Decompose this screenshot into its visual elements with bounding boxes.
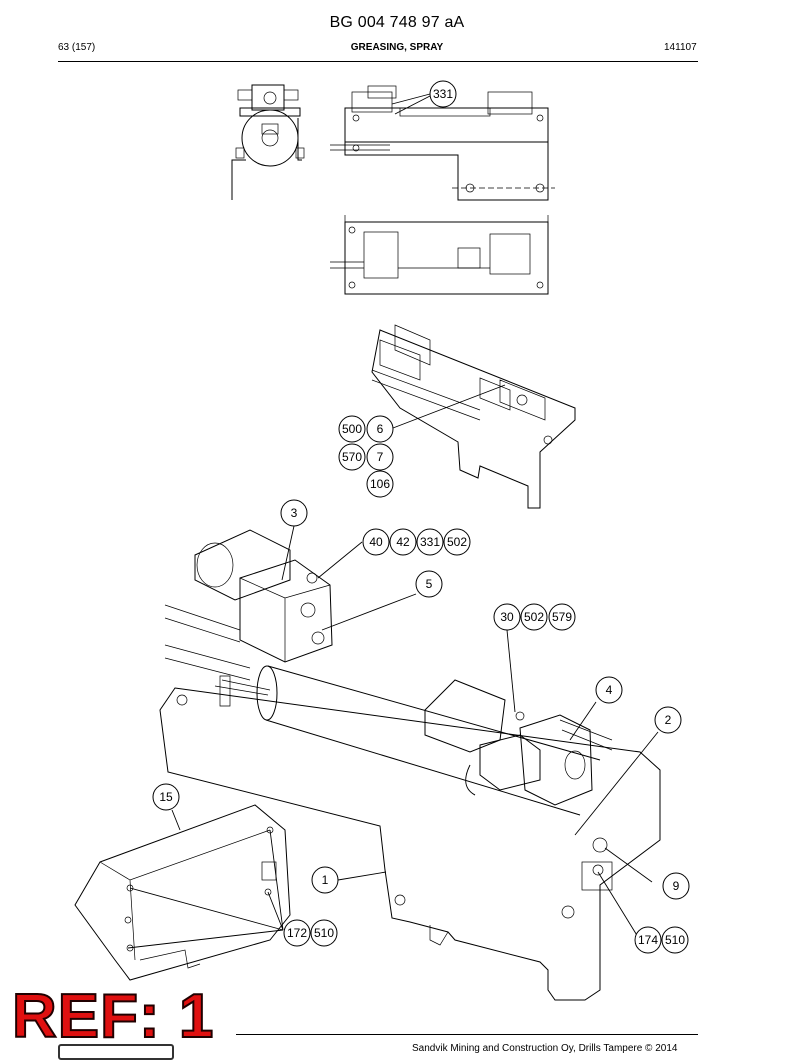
header-divider: [58, 61, 698, 62]
page-number: 63 (157): [58, 42, 96, 53]
callout-7: 7: [366, 443, 394, 471]
section-title: GREASING, SPRAY: [350, 42, 444, 53]
top-view-drawing: [330, 215, 549, 295]
callout-label: 2: [665, 713, 672, 727]
document-number: BG 004 748 97 aA: [329, 14, 465, 31]
callout-502-upper: 502: [443, 528, 471, 556]
callout-42: 42: [389, 528, 417, 556]
callout-4: 4: [595, 676, 623, 704]
callout-15: 15: [152, 783, 180, 811]
isometric-overview-drawing: [371, 324, 576, 509]
callout-502-lower: 502: [520, 603, 548, 631]
callout-579: 579: [548, 603, 576, 631]
callout-label: 3: [291, 506, 298, 520]
callout-500: 500: [338, 415, 366, 443]
callout-30: 30: [493, 603, 521, 631]
callout-label: 502: [524, 610, 544, 624]
callout-label: 6: [377, 422, 384, 436]
company-logo: [58, 1044, 174, 1060]
side-view-drawing: [231, 84, 305, 200]
callout-label: 570: [342, 450, 362, 464]
callout-570: 570: [338, 443, 366, 471]
leader-lines: [127, 93, 659, 949]
callout-label: 30: [500, 610, 514, 624]
callout-label: 174: [638, 933, 658, 947]
callout-label: 510: [314, 926, 334, 940]
callout-510-right: 510: [661, 926, 689, 954]
callout-label: 502: [447, 535, 467, 549]
footer-copyright: Sandvik Mining and Construction Oy, Dril…: [412, 1043, 678, 1054]
callout-label: 172: [287, 926, 307, 940]
callout-label: 331: [433, 87, 453, 101]
callout-label: 500: [342, 422, 362, 436]
callout-label: 15: [159, 790, 173, 804]
callout-label: 1: [322, 873, 329, 887]
callout-2: 2: [654, 706, 682, 734]
callout-106: 106: [366, 470, 394, 498]
callout-label: 4: [606, 683, 613, 697]
callout-label: 40: [369, 535, 383, 549]
callout-9: 9: [662, 872, 690, 900]
callout-label: 510: [665, 933, 685, 947]
callout-5: 5: [415, 570, 443, 598]
callout-331-top: 331: [429, 80, 457, 108]
callout-label: 106: [370, 477, 390, 491]
callout-40: 40: [362, 528, 390, 556]
callout-174: 174: [634, 926, 662, 954]
callout-1: 1: [311, 866, 339, 894]
callout-510-left: 510: [310, 919, 338, 947]
main-exploded-drawing: [74, 529, 661, 1001]
footer-divider: [236, 1034, 698, 1035]
front-view-drawing: [330, 85, 555, 201]
callout-label: 9: [673, 879, 680, 893]
callout-label: 42: [396, 535, 410, 549]
callout-3: 3: [280, 499, 308, 527]
callout-label: 331: [420, 535, 440, 549]
callout-331-middle: 331: [416, 528, 444, 556]
callout-6: 6: [366, 415, 394, 443]
callout-label: 7: [377, 450, 384, 464]
date-code: 141107: [664, 42, 697, 53]
callout-172: 172: [283, 919, 311, 947]
reference-stamp: REF: 1: [11, 982, 215, 1051]
callout-label: 579: [552, 610, 572, 624]
callout-label: 5: [426, 577, 433, 591]
